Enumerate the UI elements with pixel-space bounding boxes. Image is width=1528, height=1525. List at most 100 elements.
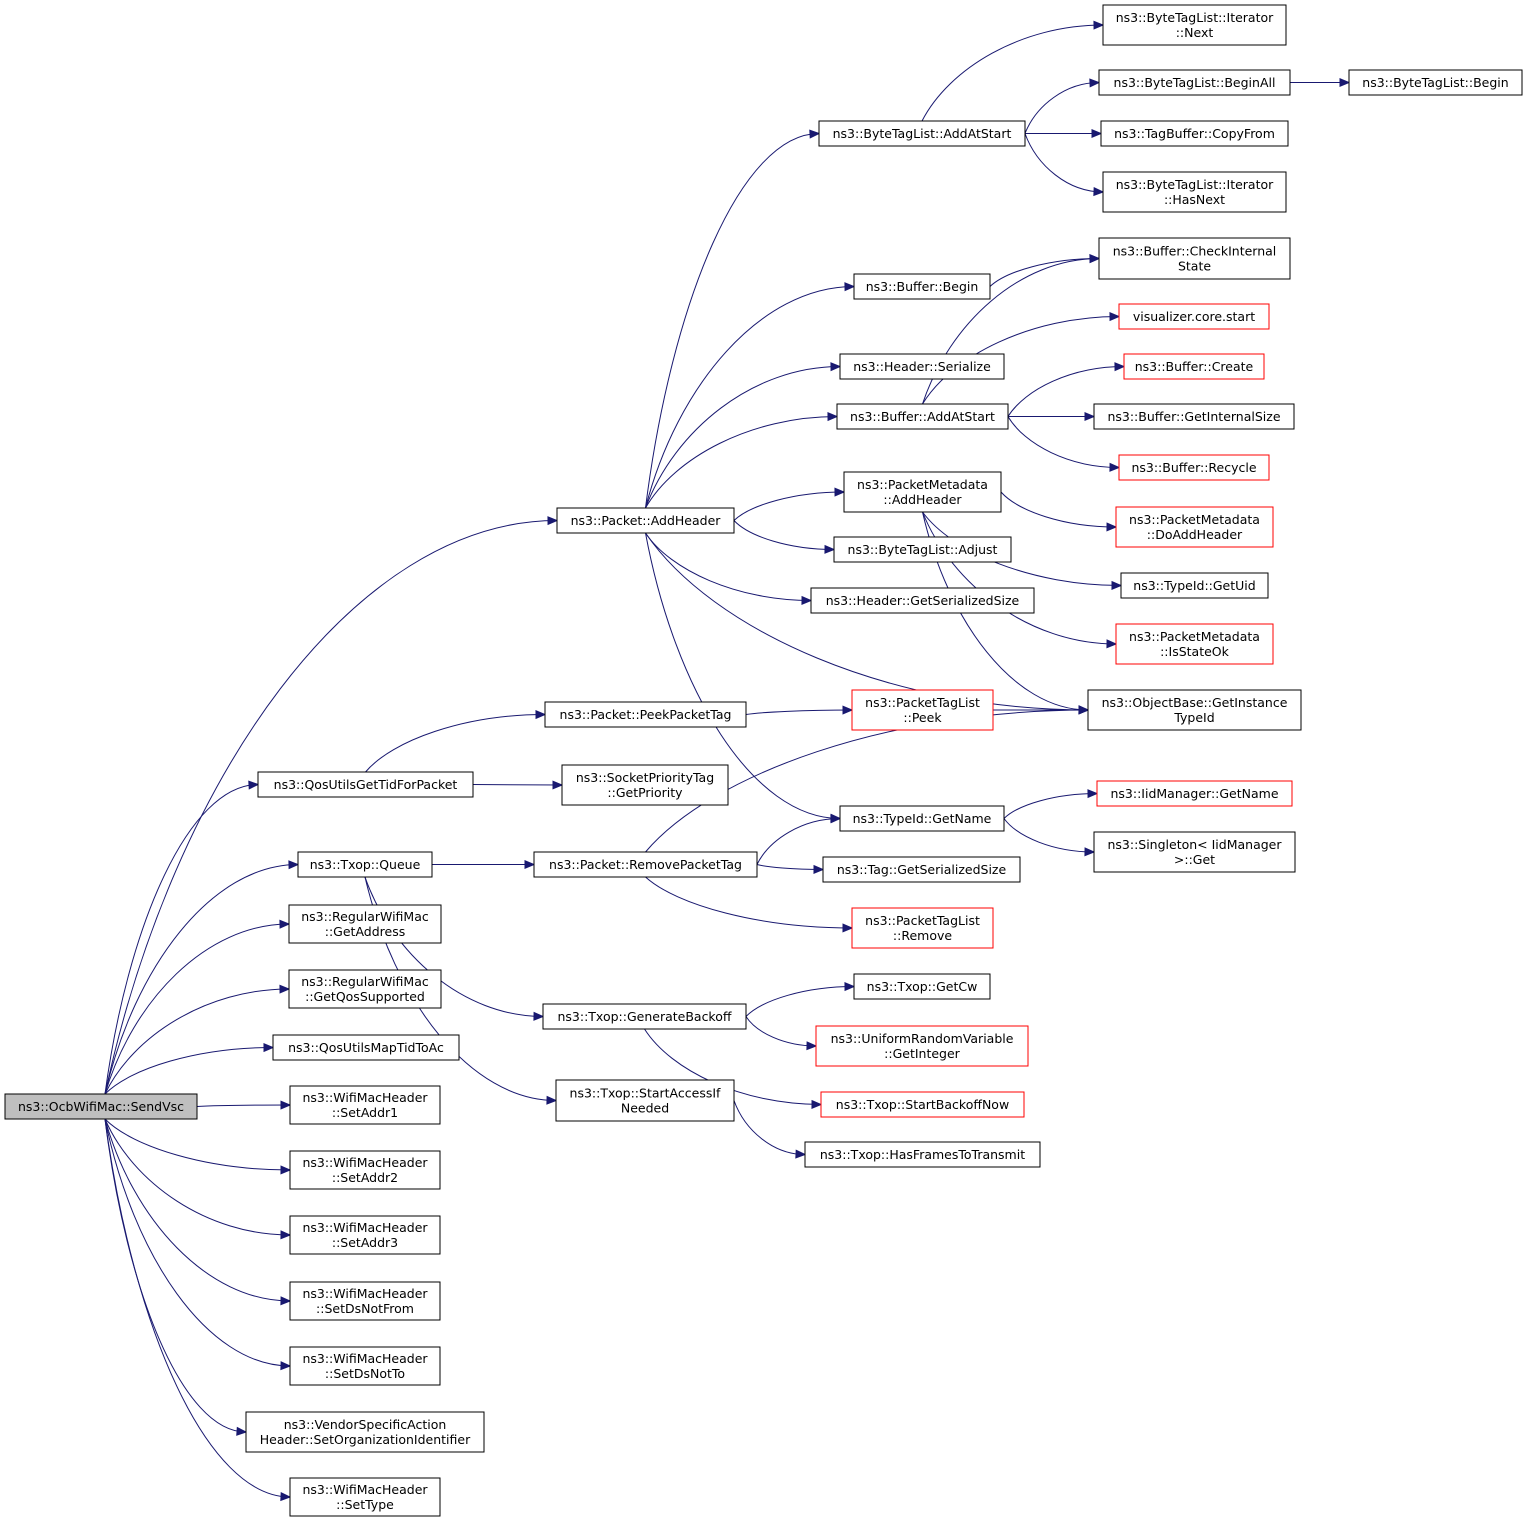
node-generatebackoff[interactable]: ns3::Txop::GenerateBackoff bbox=[542, 1003, 747, 1030]
node-setaddr2[interactable]: ns3::WifiMacHeader::SetAddr2 bbox=[289, 1150, 441, 1190]
arrowhead bbox=[1087, 789, 1099, 799]
edge-addheader-to-btl_adjust bbox=[733, 520, 836, 554]
node-label: ns3::ByteTagList::Adjust bbox=[848, 542, 998, 557]
node-label: Needed bbox=[621, 1101, 669, 1116]
node-singleton_get[interactable]: ns3::Singleton< IidManager>::Get bbox=[1093, 831, 1296, 873]
arrowhead bbox=[1093, 20, 1105, 30]
node-box bbox=[1093, 831, 1296, 873]
node-label: ns3::Tag::GetSerializedSize bbox=[837, 862, 1007, 877]
node-box bbox=[1087, 689, 1302, 731]
node-setdsnotto[interactable]: ns3::WifiMacHeader::SetDsNotTo bbox=[289, 1346, 441, 1386]
node-btl_addatstart[interactable]: ns3::ByteTagList::AddAtStart bbox=[818, 120, 1026, 147]
node-getpriority[interactable]: ns3::SocketPriorityTag::GetPriority bbox=[561, 764, 729, 806]
arrowhead bbox=[533, 1011, 545, 1021]
edge-addheader-to-header_getsize bbox=[645, 532, 813, 605]
arrowhead bbox=[806, 1041, 818, 1051]
node-btl_adjust[interactable]: ns3::ByteTagList::Adjust bbox=[833, 536, 1012, 563]
node-ptl_peek[interactable]: ns3::PacketTagList::Peek bbox=[851, 689, 994, 731]
node-typeid_getname[interactable]: ns3::TypeId::GetName bbox=[839, 805, 1005, 832]
edge-line bbox=[645, 416, 838, 509]
node-removepackettag[interactable]: ns3::Packet::RemovePacketTag bbox=[533, 851, 758, 878]
node-addheader[interactable]: ns3::Packet::AddHeader bbox=[556, 507, 735, 534]
node-box bbox=[1102, 4, 1287, 46]
node-box bbox=[804, 1141, 1041, 1168]
node-btl_beginall[interactable]: ns3::ByteTagList::BeginAll bbox=[1098, 69, 1291, 96]
edges-layer bbox=[104, 20, 1351, 1502]
node-header_serialize[interactable]: ns3::Header::Serialize bbox=[839, 353, 1005, 380]
node-pm_isstateok[interactable]: ns3::PacketMetadata::IsStateOk bbox=[1115, 623, 1274, 665]
node-setorgid[interactable]: ns3::VendorSpecificActionHeader::SetOrga… bbox=[245, 1411, 485, 1453]
node-btl_iter_hasnext[interactable]: ns3::ByteTagList::Iterator::HasNext bbox=[1102, 171, 1287, 213]
node-settype[interactable]: ns3::WifiMacHeader::SetType bbox=[289, 1477, 441, 1517]
node-btl_iter_next[interactable]: ns3::ByteTagList::Iterator::Next bbox=[1102, 4, 1287, 46]
node-box bbox=[257, 771, 474, 798]
arrowhead bbox=[824, 544, 836, 554]
node-box bbox=[818, 120, 1026, 147]
node-qosgettid[interactable]: ns3::QosUtilsGetTidForPacket bbox=[257, 771, 474, 798]
edge-sendvsc-to-addheader bbox=[104, 516, 559, 1095]
node-setaddr1[interactable]: ns3::WifiMacHeader::SetAddr1 bbox=[289, 1085, 441, 1125]
edge-line bbox=[733, 1100, 806, 1155]
node-viz_start[interactable]: visualizer.core.start bbox=[1118, 303, 1270, 330]
edge-qosgettid-to-peekpackettag bbox=[365, 710, 547, 773]
node-ptl_remove[interactable]: ns3::PacketTagList::Remove bbox=[851, 907, 994, 949]
node-iidmanager_getname[interactable]: ns3::IidManager::GetName bbox=[1096, 780, 1293, 807]
node-hasframes[interactable]: ns3::Txop::HasFramesToTransmit bbox=[804, 1141, 1041, 1168]
arrowhead bbox=[809, 129, 821, 139]
node-pm_doaddheader[interactable]: ns3::PacketMetadata::DoAddHeader bbox=[1115, 506, 1274, 548]
node-label: TypeId bbox=[1173, 710, 1214, 725]
edge-line bbox=[733, 520, 835, 550]
edge-line bbox=[922, 511, 1117, 645]
node-box bbox=[544, 701, 747, 728]
edge-line bbox=[104, 784, 259, 1095]
arrowhead bbox=[1106, 522, 1118, 532]
node-tagbuffer_copyfrom[interactable]: ns3::TagBuffer::CopyFrom bbox=[1100, 120, 1289, 147]
node-getqossupported[interactable]: ns3::RegularWifiMac::GetQosSupported bbox=[288, 969, 442, 1009]
node-getaddress[interactable]: ns3::RegularWifiMac::GetAddress bbox=[288, 904, 442, 944]
arrowhead bbox=[1114, 362, 1126, 372]
edge-sendvsc-to-settype bbox=[104, 1118, 292, 1502]
node-peekpackettag[interactable]: ns3::Packet::PeekPacketTag bbox=[544, 701, 747, 728]
node-label: ns3::Buffer::AddAtStart bbox=[850, 409, 995, 424]
node-box bbox=[245, 1411, 485, 1453]
arrowhead bbox=[1109, 462, 1121, 472]
edge-line bbox=[1000, 491, 1117, 528]
node-btl_begin[interactable]: ns3::ByteTagList::Begin bbox=[1348, 69, 1523, 96]
node-buffer_addatstart[interactable]: ns3::Buffer::AddAtStart bbox=[836, 403, 1009, 430]
node-tag_getsize[interactable]: ns3::Tag::GetSerializedSize bbox=[822, 856, 1021, 883]
node-setdsnotfrom[interactable]: ns3::WifiMacHeader::SetDsNotFrom bbox=[289, 1281, 441, 1321]
node-maptidtoac[interactable]: ns3::QosUtilsMapTidToAc bbox=[272, 1034, 460, 1061]
node-urv_getinteger[interactable]: ns3::UniformRandomVariable::GetInteger bbox=[815, 1025, 1029, 1067]
edge-buffer_addatstart-to-buffer_recycle bbox=[1007, 416, 1121, 472]
node-buffer_recycle[interactable]: ns3::Buffer::Recycle bbox=[1118, 454, 1270, 481]
edge-line bbox=[365, 714, 546, 773]
node-sendvsc[interactable]: ns3::OcbWifiMac::SendVsc bbox=[4, 1093, 198, 1120]
edge-line bbox=[1007, 416, 1120, 468]
node-typeid_getuid[interactable]: ns3::TypeId::GetUid bbox=[1120, 572, 1269, 599]
arrowhead bbox=[1106, 639, 1118, 649]
arrowhead bbox=[830, 362, 842, 372]
node-setaddr3[interactable]: ns3::WifiMacHeader::SetAddr3 bbox=[289, 1215, 441, 1255]
edge-typeid_getname-to-singleton_get bbox=[1003, 818, 1096, 857]
node-buffer_begin[interactable]: ns3::Buffer::Begin bbox=[853, 273, 991, 300]
edge-line bbox=[1003, 818, 1095, 853]
edge-btl_beginall-to-btl_begin bbox=[1290, 77, 1351, 88]
node-box bbox=[1115, 506, 1274, 548]
node-buffer_getinternalsize[interactable]: ns3::Buffer::GetInternalSize bbox=[1093, 403, 1295, 430]
node-label: ns3::PacketTagList bbox=[865, 695, 980, 710]
edge-line bbox=[756, 818, 841, 865]
edge-line bbox=[1007, 366, 1125, 417]
node-buffer_create[interactable]: ns3::Buffer::Create bbox=[1123, 353, 1265, 380]
node-txop_getcw[interactable]: ns3::Txop::GetCw bbox=[853, 973, 991, 1000]
node-pm_addheader[interactable]: ns3::PacketMetadata::AddHeader bbox=[843, 471, 1002, 513]
edge-removepackettag-to-ptl_remove bbox=[645, 876, 854, 933]
edge-sendvsc-to-setaddr1 bbox=[196, 1100, 292, 1110]
node-header_getsize[interactable]: ns3::Header::GetSerializedSize bbox=[810, 587, 1035, 614]
node-startbackoffnow[interactable]: ns3::Txop::StartBackoffNow bbox=[820, 1091, 1025, 1118]
arrowhead bbox=[844, 982, 856, 992]
node-txopqueue[interactable]: ns3::Txop::Queue bbox=[297, 851, 433, 878]
